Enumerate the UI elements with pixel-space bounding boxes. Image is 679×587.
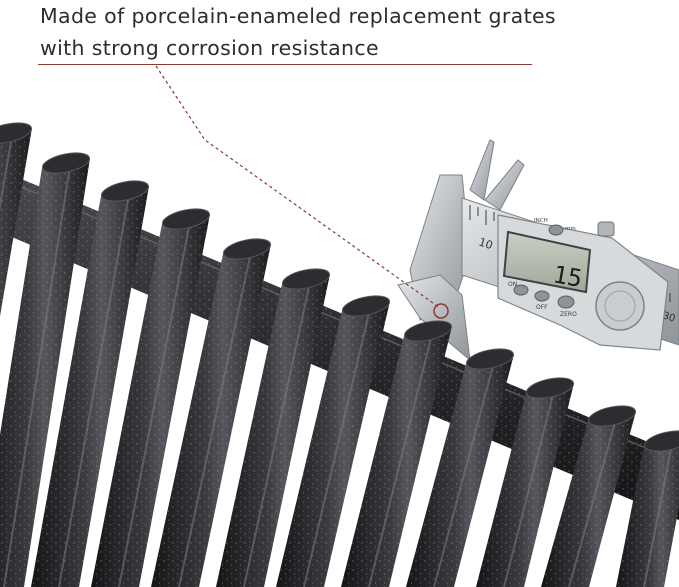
caliper-unit-label-mm: mm bbox=[565, 226, 576, 232]
grate-bar-speckle bbox=[216, 274, 330, 587]
caliper-scale-label-30: 30 bbox=[661, 310, 677, 324]
grate-bar-speckle bbox=[0, 128, 32, 317]
grate-bar-speckle bbox=[476, 383, 574, 587]
caliper-moving-jaw-tip bbox=[484, 159, 525, 211]
grate-bar-cap bbox=[465, 348, 515, 370]
grate-bar-speckle bbox=[616, 438, 679, 587]
caliper-button-label-off: OFF bbox=[536, 304, 548, 311]
grate-bar-speckle bbox=[31, 186, 149, 587]
grate-bar-cap bbox=[41, 152, 91, 174]
caliper-lower-jaw bbox=[397, 274, 471, 362]
caliper-button-label-on: ON bbox=[508, 281, 517, 288]
grate-bar-speckle bbox=[91, 214, 210, 587]
caliper-upper-jaw-tip bbox=[469, 139, 495, 201]
grate-bars bbox=[0, 122, 679, 587]
grate-bar-cap bbox=[0, 122, 33, 144]
caliper-zero-button bbox=[557, 295, 575, 309]
grate-bar-highlight bbox=[178, 251, 252, 587]
caliper-readout: 15 bbox=[551, 260, 584, 293]
grate-bar-highlight bbox=[568, 418, 617, 587]
grate-bar-highlight bbox=[58, 193, 130, 587]
grate-bar-cap bbox=[525, 377, 575, 399]
grate-bar-speckle bbox=[151, 244, 271, 587]
grate-bar-cap bbox=[100, 180, 150, 202]
grate-bar-cap bbox=[161, 208, 211, 230]
caliper-off-button bbox=[534, 290, 550, 302]
grate-bar-speckle bbox=[341, 326, 452, 587]
grate-bar-highlight bbox=[643, 443, 673, 587]
grate-bar-cap bbox=[281, 268, 331, 290]
caption-line-1: Made of porcelain-enameled replacement g… bbox=[40, 4, 556, 28]
callout-marker bbox=[433, 303, 449, 319]
grate-bar-highlight bbox=[433, 361, 495, 587]
grate-bar-cap bbox=[587, 405, 637, 427]
grate-bar-cap bbox=[403, 320, 453, 342]
grate-bar-highlight bbox=[368, 333, 433, 587]
grate-bar-speckle bbox=[0, 158, 90, 587]
caliper-logo-dial bbox=[595, 281, 645, 331]
caliper-on-button bbox=[513, 284, 529, 296]
grate-bar-cap bbox=[222, 238, 272, 260]
grate-bar-cap bbox=[341, 295, 391, 317]
caliper-button-label-zero: ZERO bbox=[560, 311, 577, 318]
grate-bar-highlight bbox=[303, 308, 371, 587]
caliper-unit-button bbox=[548, 224, 564, 236]
caliper-lock-screw bbox=[597, 221, 615, 237]
caliper-unit-label-inch: INCH bbox=[534, 218, 548, 224]
caliper-lcd-screen bbox=[502, 230, 592, 294]
caption-line-2: with strong corrosion resistance bbox=[40, 36, 379, 60]
caliper-scale-label-10: 10 bbox=[477, 235, 494, 252]
grate-bar-highlight bbox=[243, 281, 311, 587]
grate-bar-speckle bbox=[406, 354, 514, 587]
grate-bar-highlight bbox=[503, 390, 555, 587]
grate-bar-cap bbox=[643, 430, 679, 452]
grate-bar-highlight bbox=[3, 165, 71, 587]
caption-divider bbox=[38, 64, 532, 65]
caliper-logo-dial-inner bbox=[604, 290, 636, 322]
grate-bar-speckle bbox=[541, 411, 636, 587]
grate-bar-speckle bbox=[276, 301, 390, 587]
grate-bar-highlight bbox=[118, 221, 191, 587]
digital-caliper: 10 30 15 ON OFF ZERO INCH mm bbox=[397, 139, 679, 362]
feature-caption: Made of porcelain-enameled replacement g… bbox=[40, 0, 640, 64]
